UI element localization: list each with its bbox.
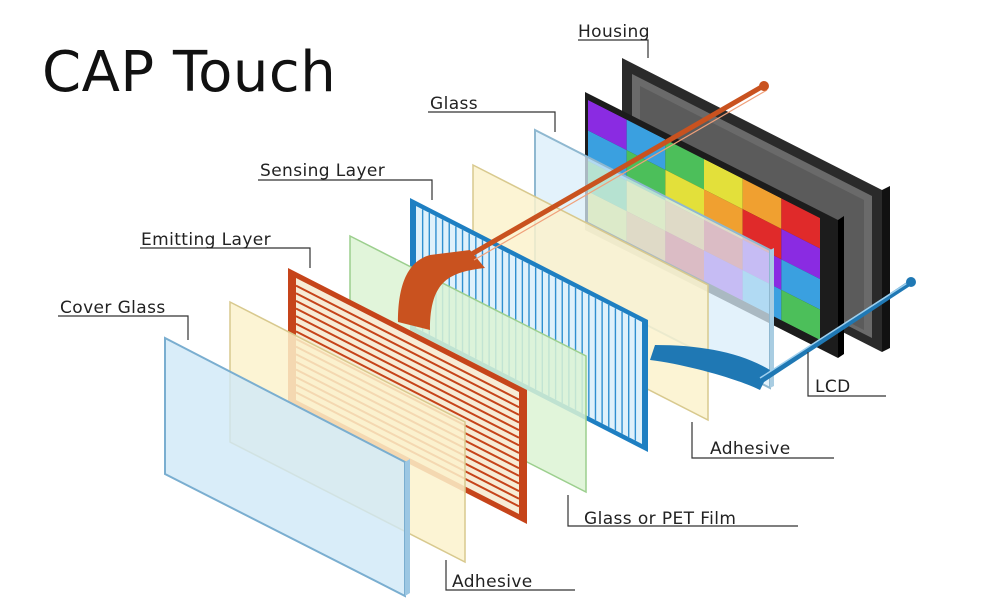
- lcd-pixel-cell: [704, 159, 743, 210]
- lcd-pixel-cell: [626, 119, 666, 170]
- lcd-pixel-cell: [781, 289, 820, 340]
- emitting-electrode-line: [295, 292, 520, 409]
- label-emitting-layer: Emitting Layer: [141, 230, 272, 250]
- leader-lines: [58, 39, 886, 591]
- label-adhesive-upper: Adhesive: [710, 439, 791, 459]
- orange-flex-cable: [398, 81, 769, 330]
- blue-flex-cable: [650, 277, 916, 390]
- emitting-electrode-line: [295, 299, 520, 416]
- lcd-pixel-cell: [742, 178, 782, 229]
- emitting-electrode-line: [295, 307, 520, 424]
- lcd-pixel-cell: [665, 169, 704, 220]
- emitting-electrode-line: [295, 322, 520, 439]
- label-glass-or-pet-film: Glass or PET Film: [584, 509, 737, 529]
- lcd-pixel-cell: [588, 100, 627, 151]
- lcd-pixel-cell: [781, 259, 820, 310]
- label-adhesive-lower: Adhesive: [452, 572, 533, 592]
- lcd-pixel-cell: [704, 189, 743, 240]
- diagram-title: CAP Touch: [42, 40, 337, 105]
- lcd-pixel-cell: [742, 209, 782, 260]
- label-housing: Housing: [578, 22, 650, 42]
- label-sensing-layer: Sensing Layer: [260, 161, 386, 181]
- label-cover-glass: Cover Glass: [60, 298, 166, 318]
- emitting-electrode-line: [295, 330, 520, 447]
- emitting-electrode-line: [295, 284, 520, 401]
- lcd-pixel-cell: [781, 228, 820, 279]
- lcd-pixel-cell: [626, 150, 666, 201]
- label-lcd: LCD: [815, 377, 851, 397]
- emitting-electrode-line: [295, 315, 520, 432]
- lcd-pixel-cell: [781, 198, 820, 249]
- label-glass: Glass: [430, 94, 479, 114]
- lcd-pixel-cell: [665, 139, 704, 190]
- cover-glass-layer: [164, 336, 410, 598]
